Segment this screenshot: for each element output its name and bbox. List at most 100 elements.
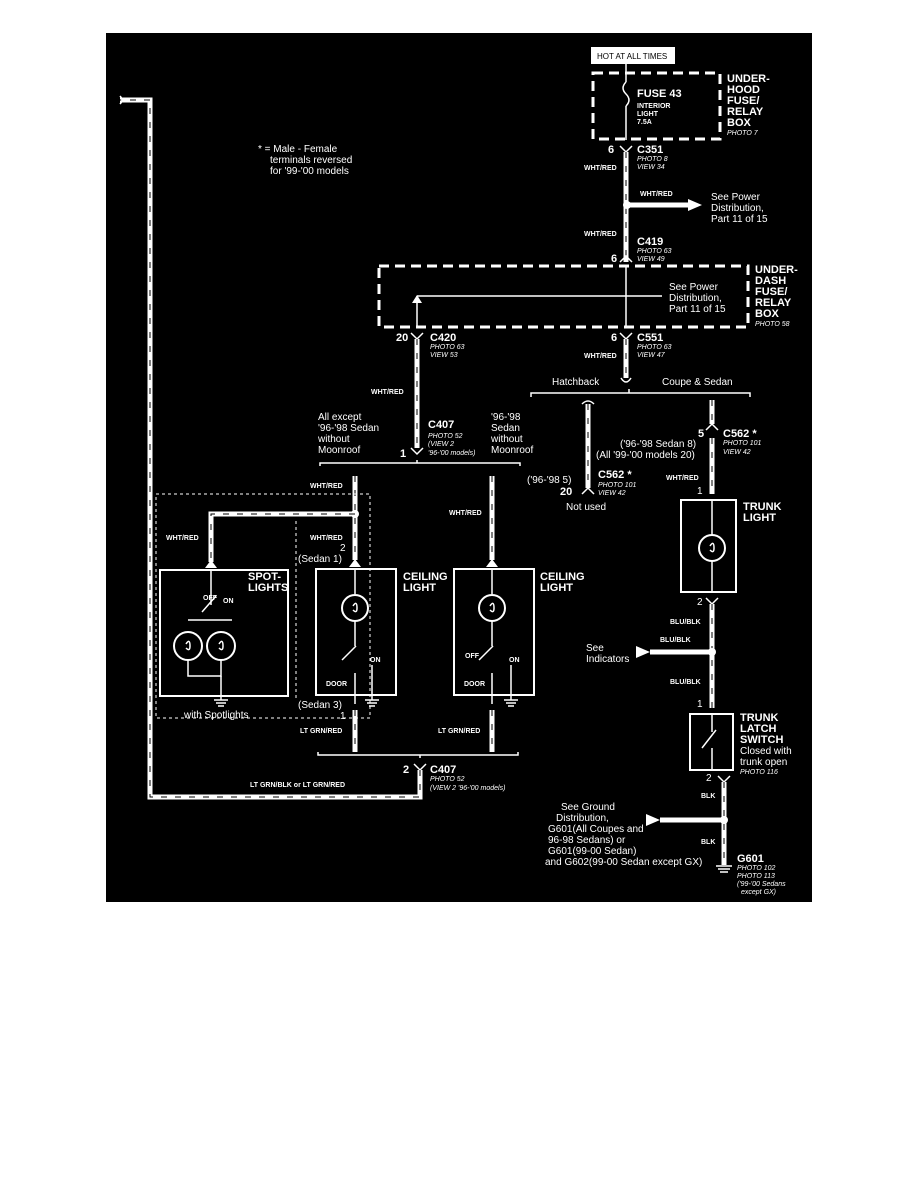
g601-p2: PHOTO 113 — [737, 873, 775, 880]
hot-label-box — [591, 47, 675, 64]
spotlight-bulb-left — [173, 631, 203, 661]
trunk-light-component — [680, 499, 737, 593]
g601-name: G601 — [737, 853, 764, 865]
spotlights-l1: SPOT- — [248, 571, 281, 583]
c419-name: C419 — [637, 236, 663, 248]
variant-brace-top — [530, 389, 751, 397]
ceiling1-door: DOOR — [326, 681, 347, 688]
c351-photo: PHOTO 8 — [637, 156, 668, 163]
c419-pin: 6 — [611, 253, 617, 265]
ground-dist-l1: See Ground — [561, 802, 615, 813]
underdash-fuse-box — [377, 264, 750, 329]
c551-name: C551 — [637, 332, 663, 344]
see-power2-l3: Part 11 of 15 — [669, 304, 726, 315]
underhood-l2: HOOD — [727, 84, 760, 96]
ground-dist-l3: G601(All Coupes and — [548, 824, 644, 835]
c351-name: C351 — [637, 144, 663, 156]
see-indicators-l1: See — [586, 643, 604, 654]
spotlights-with: with Spotlights — [183, 710, 248, 721]
ground-dist-l2: Distribution, — [556, 813, 609, 824]
wiring-diagram-panel: HOT AT ALL TIMES FUSE 43 INTERIOR LIGHT … — [106, 33, 812, 902]
sedan9698-l2: Sedan — [491, 423, 520, 434]
trunk-light-pin-top: 1 — [697, 486, 703, 497]
all-except-l4: Moonroof — [318, 445, 360, 456]
c407-bot-photo: PHOTO 52 — [430, 776, 465, 783]
c407-top-pin: 1 — [400, 448, 406, 460]
ceiling1-l2: LIGHT — [403, 582, 436, 594]
variant-brace-c407 — [319, 460, 521, 466]
c420-photo: PHOTO 63 — [430, 344, 465, 351]
c419-connector — [619, 254, 633, 263]
c419-view: VIEW 49 — [637, 256, 665, 263]
ceiling1-pin-top: 2 — [340, 543, 346, 554]
trunk-latch-pin-top: 1 — [697, 699, 703, 710]
wire-label-blk1: BLK — [701, 793, 715, 800]
all-except-l3: without — [317, 434, 350, 445]
c551-pin: 6 — [611, 332, 617, 344]
trunk-light-bulb — [698, 534, 726, 562]
g601-ground-symbol — [716, 865, 732, 873]
c407-top-view: (VIEW 2 — [428, 441, 454, 448]
ceiling1-l1: CEILING — [403, 571, 448, 583]
fuse-symbol — [622, 81, 630, 107]
wire-label-power: WHT/RED — [640, 191, 673, 198]
all-except-l2: '96-'98 Sedan — [318, 423, 379, 434]
see-indicators-l2: Indicators — [586, 654, 629, 665]
wire-label-blublk2: BLU/BLK — [660, 637, 691, 644]
c351-view: VIEW 34 — [637, 164, 665, 171]
label-coupe-sedan: Coupe & Sedan — [662, 377, 733, 388]
sedan9698-l1: '96-'98 — [491, 412, 521, 423]
ceiling2-on: ON — [509, 657, 520, 664]
g601-n1: ('99-'00 Sedans — [737, 881, 786, 888]
all-except-l1: All except — [318, 412, 362, 423]
ceiling1-sedan-bot: (Sedan 3) — [298, 700, 342, 711]
wire-label-ceiling1-upper: WHT/RED — [310, 483, 343, 490]
wire-label-ltgrn1: LT GRN/RED — [300, 728, 342, 735]
ceiling1-pin-bot: 1 — [340, 711, 346, 722]
wire-label-trunk: WHT/RED — [666, 475, 699, 482]
spotlight-option-box — [155, 493, 371, 719]
sedan9698-l3: without — [490, 434, 523, 445]
c407-bot-name: C407 — [430, 764, 456, 776]
spot-on: ON — [223, 598, 234, 605]
ground-dist-l6: and G602(99-00 Sedan except GX) — [545, 857, 702, 868]
trunk-latch-photo: PHOTO 116 — [740, 769, 778, 776]
wire-label-c420: WHT/RED — [371, 389, 404, 396]
c562-bot-view: VIEW 42 — [598, 490, 626, 497]
label-hatchback: Hatchback — [552, 377, 600, 388]
wire-label-c351: WHT/RED — [584, 165, 617, 172]
note-l2: terminals reversed — [270, 155, 352, 166]
ceiling2-door: DOOR — [464, 681, 485, 688]
note-l1: * = Male - Female — [258, 144, 338, 155]
wiring-diagram: HOT AT ALL TIMES FUSE 43 INTERIOR LIGHT … — [119, 47, 798, 896]
see-power1-l3: Part 11 of 15 — [711, 214, 768, 225]
trunk-light-pin-bot: 2 — [697, 597, 703, 608]
fuse-sub1: INTERIOR — [637, 103, 670, 110]
c562-bot-pre: ('96-'98 5) — [527, 475, 571, 486]
variant-brace-bottom — [317, 752, 519, 758]
c420-name: C420 — [430, 332, 456, 344]
spot-ground-symbol — [214, 699, 228, 707]
ceiling1-on: ON — [370, 657, 381, 664]
underhood-l1: UNDER- — [727, 73, 770, 85]
underdash-l4: RELAY — [755, 297, 792, 309]
spotlight-bulb-right — [206, 631, 236, 661]
g601-p1: PHOTO 102 — [737, 865, 775, 872]
c562-top-pin: 5 — [698, 428, 704, 440]
c562-top-n2: (All '99-'00 models 20) — [596, 450, 695, 461]
c351-pin: 6 — [608, 144, 614, 156]
trunk-latch-pin-bot: 2 — [706, 773, 712, 784]
underdash-l3: FUSE/ — [755, 286, 787, 298]
wire-label-ltgrn-blk: LT GRN/BLK or LT GRN/RED — [250, 782, 345, 789]
ceiling2-bulb — [478, 594, 506, 622]
ceiling1-bulb — [341, 594, 369, 622]
spotlights-component — [159, 569, 289, 697]
underdash-l5: BOX — [755, 308, 780, 320]
c407-top-name: C407 — [428, 419, 454, 431]
c562-top-photo: PHOTO 101 — [723, 440, 761, 447]
wire-label-c419: WHT/RED — [584, 231, 617, 238]
c562-bot-pin: 20 — [560, 486, 572, 498]
spot-off: OFF — [203, 595, 218, 602]
c562-top-name: C562 * — [723, 428, 757, 440]
underdash-l1: UNDER- — [755, 264, 798, 276]
